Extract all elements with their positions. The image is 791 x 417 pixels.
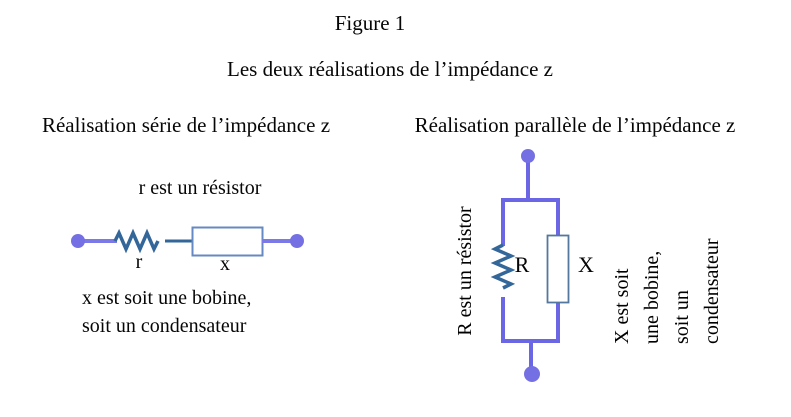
parallel-resistor-zigzag-icon bbox=[490, 243, 516, 290]
series-left-terminal-dot bbox=[71, 234, 85, 248]
series-circuit bbox=[71, 226, 304, 257]
figure-title: Figure 1 bbox=[334, 11, 406, 35]
series-reactance-note-line1: x est soit une bobine, bbox=[82, 287, 252, 309]
series-reactance-note-line2: soit un condensateur bbox=[82, 315, 247, 337]
parallel-heading: Réalisation parallèle de l’impédance z bbox=[414, 113, 736, 137]
series-resistor-note: r est un résistor bbox=[138, 177, 262, 199]
parallel-top-terminal-dot bbox=[521, 149, 535, 163]
series-reactance-note: x est soit une bobine, soit un condensat… bbox=[82, 284, 251, 340]
series-reactance-label: x bbox=[220, 253, 230, 275]
parallel-reactance-label: X bbox=[578, 252, 594, 277]
parallel-bottom-terminal-dot bbox=[524, 366, 540, 382]
series-right-terminal-dot bbox=[290, 234, 304, 248]
parallel-resistor-label: R bbox=[514, 252, 530, 277]
series-reactance-box bbox=[191, 226, 264, 257]
series-heading: Réalisation série de l’impédance z bbox=[41, 113, 331, 137]
parallel-reactance-box bbox=[546, 234, 570, 304]
series-resistor-zigzag-icon bbox=[113, 228, 160, 254]
series-resistor-label: r bbox=[135, 251, 143, 273]
parallel-circuit bbox=[490, 149, 570, 382]
figure-subtitle: Les deux réalisations de l’impédance z bbox=[227, 57, 553, 81]
